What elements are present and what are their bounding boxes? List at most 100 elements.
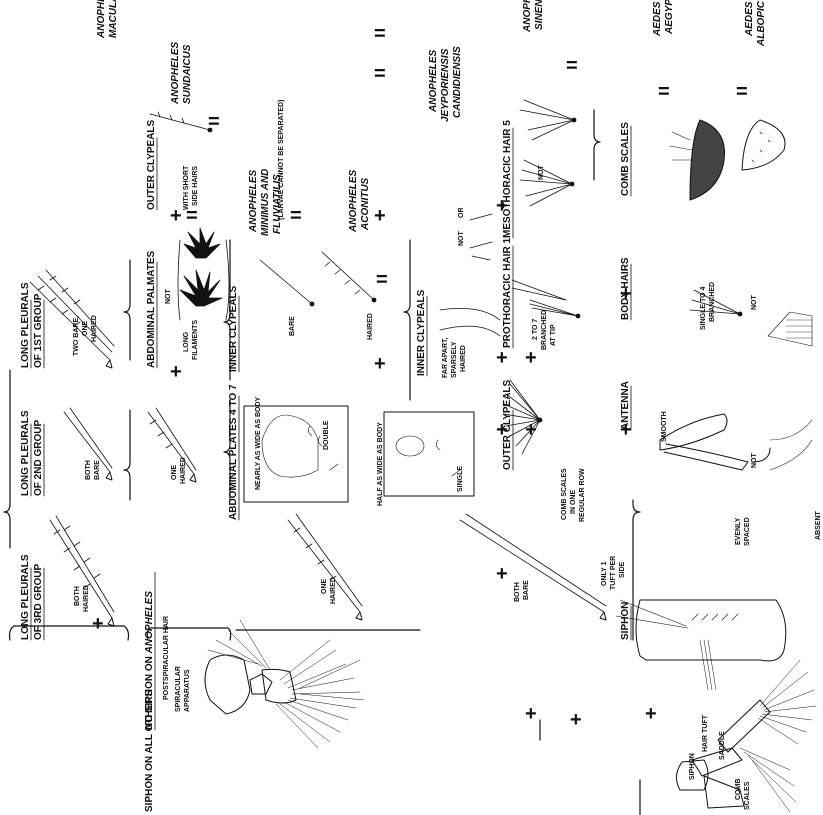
species-albopictus-b: ALBOPICTUS [756, 0, 767, 47]
comb-scales-heading: COMB SCALES [620, 122, 631, 196]
species-maculatus-a: ANOPHELES [96, 0, 107, 39]
only1-a: ONLY 1 [601, 561, 608, 586]
species-maculatus-b: MACULATUS [108, 0, 119, 38]
both-bare-b: BARE [523, 580, 530, 600]
only1-c: SIDE [619, 561, 626, 578]
prothoracic-heading: PROTHORACIC HAIR 1 [502, 238, 513, 348]
both-bare-2nd-a: BOTH [85, 460, 92, 480]
siphon-heading: SIPHON [620, 602, 631, 640]
plus-sign: + [496, 347, 508, 369]
plus-sign: + [525, 347, 537, 369]
plus-sign: + [570, 709, 582, 731]
species-sundaicus-a: ANOPHELES [170, 41, 181, 105]
long-pleurals-2nd-heading: LONG PLEURALS [20, 410, 31, 496]
abdominal-plate-drawings [244, 406, 474, 502]
brace-inner-clypeals-b [404, 240, 410, 400]
of-2nd-group-heading: OF 2ND GROUP [33, 420, 44, 496]
palmate-drawings [178, 228, 229, 320]
single-to-4-a: SINGLE TO 4 [700, 286, 707, 330]
species-sinensis-b: SINENSIS [534, 0, 545, 30]
species-minimus-a: ANOPHELES [248, 169, 259, 233]
two-to-seven-b: BRANCHED [541, 310, 548, 350]
plus-sign: + [496, 419, 508, 441]
species-jeypor-b: JEYPORIENSIS [440, 48, 451, 122]
mesothoracic-heading: MESOTHORACIC HAIR 5 [502, 120, 513, 238]
comb-row-c: REGULAR ROW [579, 468, 586, 522]
plus-sign: + [374, 353, 386, 375]
only1-b: TUFT PER [610, 556, 617, 590]
inner-not: NOT [458, 231, 465, 247]
both-haired-label-a: BOTH [74, 586, 81, 606]
double-label: DOUBLE [323, 420, 330, 450]
long-filaments-a: LONG [183, 331, 190, 352]
equals-sign: = [290, 205, 302, 227]
plus-sign: + [645, 703, 657, 725]
plus-sign: + [170, 361, 182, 383]
one-haired-2nd-b: HAIRED [180, 457, 187, 484]
brace-3rd-group [4, 370, 10, 548]
antenna-not: NOT [751, 453, 758, 469]
equals-sign: = [374, 23, 386, 45]
comb-row-a: COMB SCALES [561, 468, 568, 520]
inner-or: OR [458, 208, 465, 219]
species-minimus-b: MINIMUS AND [260, 169, 271, 236]
body-not: NOT [751, 295, 758, 311]
one-haired-2nd-a: ONE [171, 465, 178, 481]
hair-tuft-label: HAIR TUFT [702, 714, 709, 752]
equals-sign: = [658, 81, 670, 103]
svg-text:SIPHON ON ALL OTHERS: SIPHON ON ALL OTHERS [144, 689, 155, 812]
brace-comb [594, 110, 600, 180]
plus-sign: + [620, 283, 632, 305]
both-bare-2nd-b: BARE [94, 460, 101, 480]
two-to-seven-a: 2 TO 7 [532, 319, 539, 340]
spiracular-label: SPIRACULAR [175, 666, 182, 712]
far-apart-c: HAIRED [460, 345, 467, 372]
of-3rd-group-heading: OF 3RD GROUP [33, 564, 44, 640]
comb-scale-drawings [670, 120, 785, 200]
of-1st-group-heading: OF 1ST GROUP [33, 293, 44, 368]
one-haired-3rd-a: ONE [321, 579, 328, 595]
both-bare-a: BOTH [514, 582, 521, 602]
siphon-small-label: SIPHON [689, 753, 696, 780]
thoracic-hair-drawings [512, 100, 580, 318]
evenly-b: SPACED [744, 517, 751, 546]
single-label: SINGLE [457, 466, 464, 492]
plus-sign: + [620, 419, 632, 441]
both-haired-label-b: HAIRED [83, 585, 90, 612]
species-aegypti-a: AEDES [652, 1, 663, 37]
two-to-seven-c: AT TIP [550, 324, 557, 346]
inner-clypeals-heading-b: INNER CLYPEALS [416, 289, 427, 376]
plus-sign: + [496, 195, 508, 217]
species-sinensis-a: ANOPHELES [522, 0, 533, 33]
section-dividers [10, 626, 541, 740]
anopheles-larva-drawing [205, 620, 364, 748]
far-apart-b: SPARSELY [451, 341, 458, 378]
comb-row-b: IN ONE [570, 490, 577, 514]
half-wide-label: HALF AS WIDE AS BODY [377, 422, 384, 506]
nearly-wide-label: NEARLY AS WIDE AS BODY [255, 396, 262, 490]
operator-symbols: + + + + + + + + + + + + + + + + = = = = … [92, 23, 748, 731]
short-side-a: WITH SHORT [183, 165, 190, 210]
far-apart-a: FAR APART, [442, 338, 449, 379]
species-aegypti-b: AEGYPTI [664, 0, 675, 35]
antenna-drawing [660, 414, 812, 470]
species-aconitus-b: ACONITUS [360, 177, 371, 231]
two-bare-a: TWO BARE, [73, 316, 80, 356]
siphon-drawing [616, 600, 786, 661]
single-to-4-b: BRANCHED [709, 282, 716, 322]
outer-clypeals-heading-b: OUTER CLYPEALS [146, 119, 157, 210]
species-jeypor-c: CANDIDIENSIS [452, 46, 463, 118]
plus-sign: + [170, 205, 182, 227]
species-minimus-c: FLUVIATILIS [272, 174, 283, 234]
meso-not: NOT [538, 165, 545, 181]
evenly-a: EVENLY [735, 517, 742, 545]
species-sundaicus-b: SUNDAICUS [182, 44, 193, 104]
absent-label: ABSENT [815, 510, 822, 540]
equals-sign: = [186, 205, 198, 227]
equals-sign: = [736, 81, 748, 103]
abdominal-palmates-heading: ABDOMINAL PALMATES [146, 250, 157, 368]
haired-label: HAIRED [367, 313, 374, 340]
species-jeypor-a: ANOPHELES [428, 49, 439, 113]
species-aconitus-a: ANOPHELES [348, 169, 359, 233]
